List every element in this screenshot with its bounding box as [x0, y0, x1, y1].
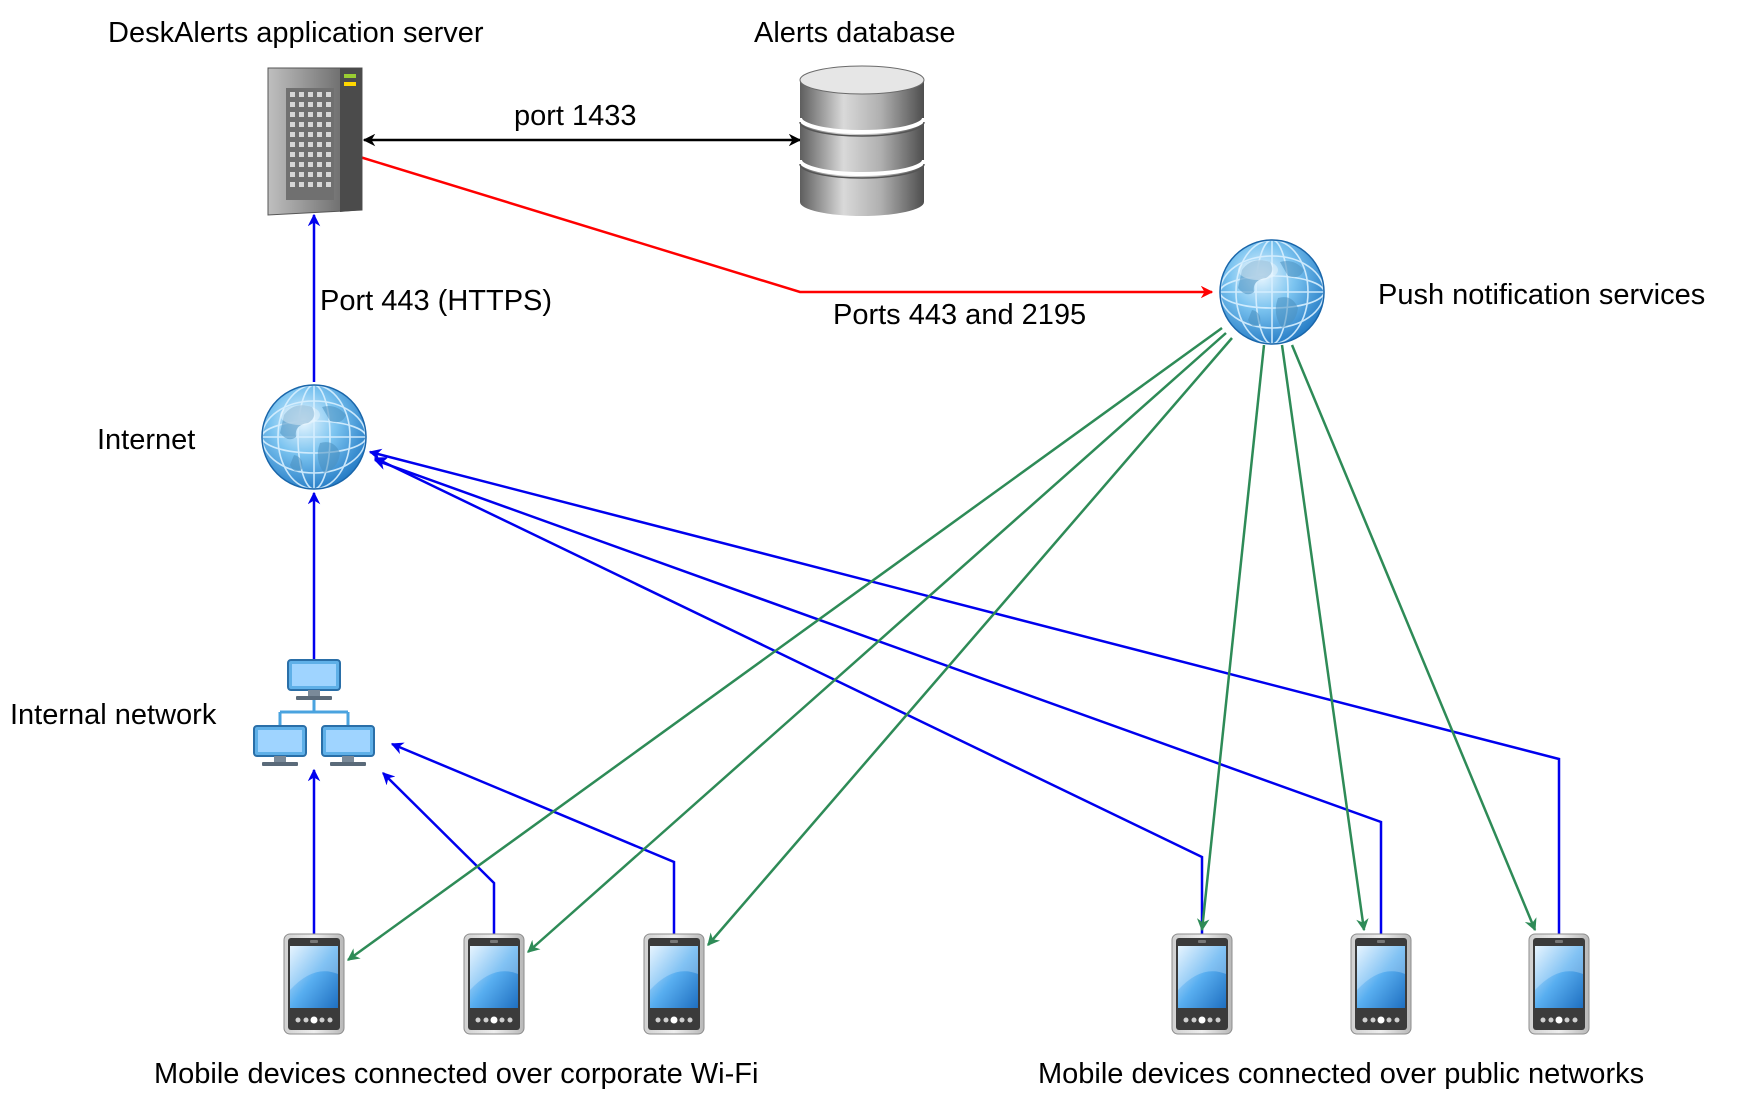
- edge-push-corp-phone-2: [527, 332, 1227, 953]
- edge-push-public-phone-1: [1196, 344, 1266, 932]
- label-internet: Internet: [97, 424, 195, 456]
- label-port-1433: port 1433: [514, 100, 637, 132]
- label-public-devices: Mobile devices connected over public net…: [1038, 1058, 1644, 1090]
- edge-public-phone-1-internet: [373, 456, 1204, 935]
- label-push-services: Push notification services: [1378, 279, 1705, 311]
- mobile-phone-icon-public-1: [1171, 933, 1233, 1035]
- mobile-phone-icon-public-3: [1528, 933, 1590, 1035]
- globe-icon-push: [1219, 239, 1325, 345]
- label-database: Alerts database: [754, 17, 956, 49]
- globe-icon-internet: [261, 384, 367, 490]
- mobile-phone-icon-corp-3: [643, 933, 705, 1035]
- edges: [307, 133, 1561, 962]
- edge-push-public-phone-2: [1280, 344, 1369, 932]
- label-internal-network: Internal network: [10, 699, 217, 731]
- network-icon: [253, 659, 375, 767]
- server-icon: [267, 67, 363, 216]
- edge-push-corp-phone-3: [707, 337, 1233, 946]
- database-icon: [798, 65, 926, 216]
- edge-public-phone-3-internet: [368, 448, 1561, 935]
- edge-public-phone-2-internet: [373, 457, 1383, 935]
- mobile-phone-icon-corp-1: [283, 933, 345, 1035]
- mobile-phone-icon-public-2: [1350, 933, 1412, 1035]
- label-app-server: DeskAlerts application server: [108, 17, 484, 49]
- edge-push-public-phone-3: [1290, 344, 1537, 932]
- edge-corp-phone-2-network: [382, 772, 496, 935]
- edge-corp-phone-3-network: [390, 742, 676, 935]
- mobile-phone-icon-corp-2: [463, 933, 525, 1035]
- edge-server-push: [359, 155, 1214, 299]
- edge-push-corp-phone-1: [346, 326, 1223, 962]
- label-port-443-https: Port 443 (HTTPS): [320, 285, 552, 317]
- label-ports-443-2195: Ports 443 and 2195: [833, 299, 1086, 331]
- label-corporate-devices: Mobile devices connected over corporate …: [154, 1058, 758, 1090]
